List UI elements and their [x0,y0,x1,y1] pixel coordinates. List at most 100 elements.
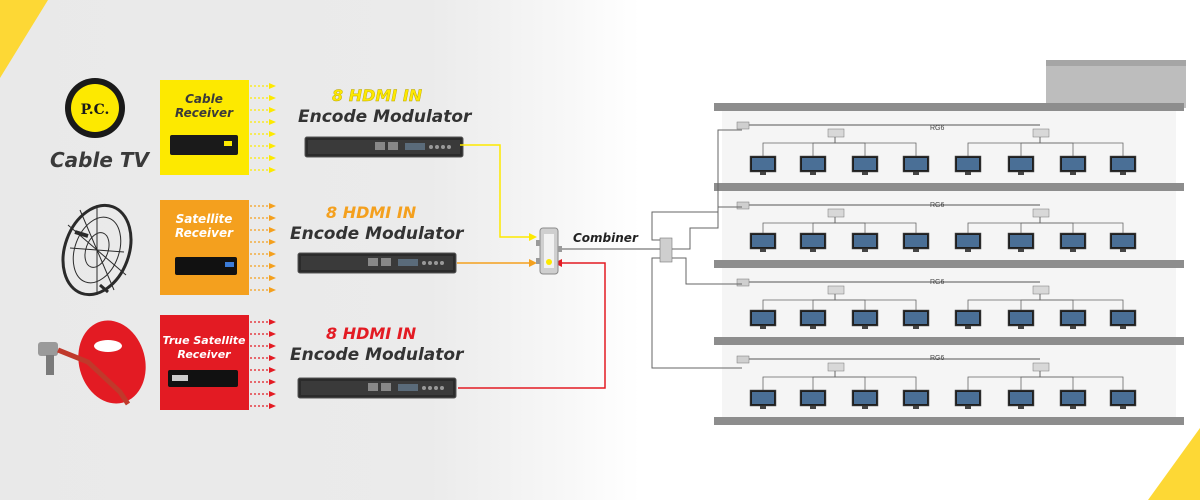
hdmi-arrow-head [269,367,276,373]
hdmi-arrow-head [269,83,276,89]
encoder-button [440,261,444,265]
tv-screen [905,312,927,324]
tv-screen [1112,158,1134,170]
cable-tv-label: Cable TV [50,148,149,172]
tv-screen [1062,158,1084,170]
signal-lines [457,144,606,389]
tv-screen [802,158,824,170]
tv-stand [1070,172,1076,175]
splitter-4way [827,128,845,138]
encoder-port [381,258,391,266]
tv-drop-cable [1039,294,1124,310]
hdmi-arrow-head [269,275,276,281]
hdmi-arrow-head [269,251,276,257]
tv-screen [752,312,774,324]
floor-slab [714,417,1184,425]
riser-cable [651,257,742,369]
floor-slab [714,183,1184,191]
tv-stand [913,249,919,252]
true-satellite-receiver-title: True Satellite Receiver [162,334,246,361]
tv-stand [913,406,919,409]
hdmi-arrow-head [269,379,276,385]
riser-cable [664,257,742,285]
encoder-unit [297,252,457,274]
combiner-label: Combiner [573,231,638,245]
tv-stand [1018,326,1024,329]
splitter-4way [827,285,845,295]
hdmi-arrow-head [269,403,276,409]
hdmi-arrow-head [269,239,276,245]
tv-stand [1070,326,1076,329]
red-satellite-dish-icon [38,320,146,406]
encoder-button [422,261,426,265]
modulator-3-input-label: 8 HDMI IN [326,324,417,343]
tv-stand [1120,249,1126,252]
tv-screen [1010,312,1032,324]
tv-stand [760,406,766,409]
tv-screen [854,235,876,247]
cable-label-floor-4: RG6 [930,355,945,362]
hdmi-arrow-head [269,167,276,173]
tv-stand [965,406,971,409]
encoder-port [368,383,378,391]
tv-screen [752,235,774,247]
tv-screen [1062,235,1084,247]
modulator-2-title: Encode Modulator [290,224,464,244]
tv-screen [957,158,979,170]
hdmi-arrow-head [269,203,276,209]
hdmi-arrow-head [269,263,276,269]
tv-stand [760,326,766,329]
tv-stand [1070,249,1076,252]
modulator-3-title: Encode Modulator [290,345,464,365]
encoder-display [405,143,425,150]
hdmi-arrow-head [269,95,276,101]
modulator-2-input-label: 8 HDMI IN [326,203,417,222]
tap-splitter [736,121,750,130]
encoder-button [435,145,439,149]
tv-stand [1120,326,1126,329]
tv-screen [905,158,927,170]
encoder-port [381,383,391,391]
receiver-panels [160,80,249,410]
tv-screen [802,312,824,324]
tv-screen [957,392,979,404]
corner-accent-bottom-right [1148,428,1200,500]
tv-drop-cable [834,137,917,156]
hdmi-arrow-head [269,343,276,349]
tv-screen [854,312,876,324]
tv-screen [802,392,824,404]
logo-text: P.C. [81,102,110,118]
floor-slab [714,337,1184,345]
tv-stand [1120,172,1126,175]
encoder-button [447,145,451,149]
tv-stand [810,172,816,175]
tv-screen [802,235,824,247]
modulator-1-title: Encode Modulator [298,107,472,127]
hdmi-arrow-head [269,131,276,137]
encoder-button [422,386,426,390]
tap-splitter [736,201,750,210]
tv-screen [1112,235,1134,247]
hdmi-arrow-head [269,319,276,325]
tv-stand [760,172,766,175]
tv-screen [957,312,979,324]
floor-interior [722,268,1176,337]
tap-splitter [736,355,750,364]
tv-stand [965,326,971,329]
splitter-4way [1032,208,1050,218]
tv-screen [1062,392,1084,404]
main-splitter [659,237,673,263]
tv-stand [913,172,919,175]
tv-screen [854,392,876,404]
tap-splitter [736,278,750,287]
encoder-button [434,386,438,390]
tv-drop-cable [834,217,917,233]
encoder-display [398,384,418,391]
tv-stand [862,172,868,175]
tv-screen [1062,312,1084,324]
satellite-dish-icon [61,203,133,297]
encoder-port [375,142,385,150]
hdmi-arrow-head [269,355,276,361]
tv-stand [1070,406,1076,409]
tv-stand [1120,406,1126,409]
